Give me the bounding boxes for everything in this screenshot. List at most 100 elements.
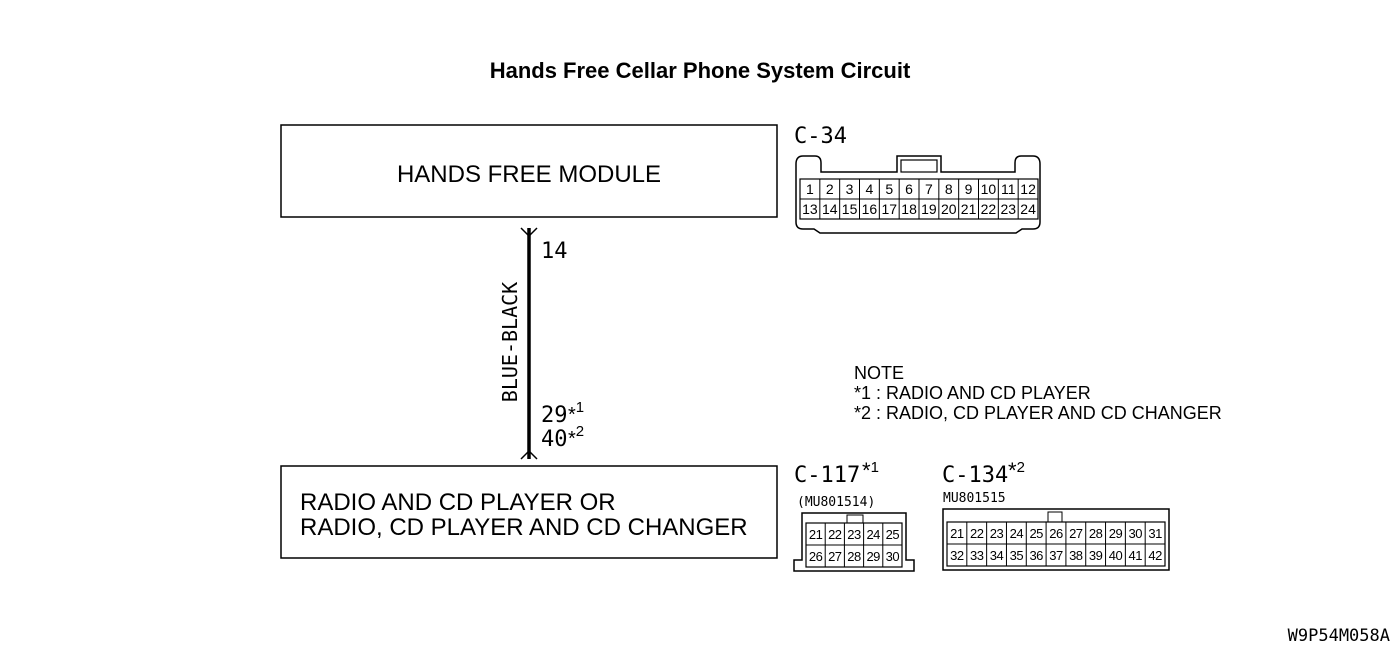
- note-line-1: *1 : RADIO AND CD PLAYER: [854, 383, 1091, 403]
- connector-c117-pin-24: 24: [866, 527, 880, 542]
- connector-c34-lock-tab: [900, 159, 938, 173]
- pin-14-label: 14: [541, 239, 568, 264]
- connector-c34-pin-8: 8: [945, 181, 953, 197]
- connector-c134-pin-32: 32: [950, 548, 964, 563]
- connector-c34-pin-18: 18: [901, 201, 917, 217]
- connector-c34-pin-13: 13: [802, 201, 818, 217]
- connector-c34-pin-7: 7: [925, 181, 933, 197]
- wire-blue-black: [520, 227, 538, 460]
- connector-c134-pin-42: 42: [1148, 548, 1162, 563]
- diagram-title: Hands Free Cellar Phone System Circuit: [490, 58, 911, 83]
- pin-40-mark: *2: [568, 423, 584, 450]
- connector-c117-pin-25: 25: [886, 527, 900, 542]
- wire-top-terminal: [520, 227, 538, 238]
- connector-c134-housing: [942, 508, 1170, 571]
- radio-unit-label-line2: RADIO, CD PLAYER AND CD CHANGER: [300, 514, 748, 541]
- connector-c117-part-number: (MU801514): [797, 495, 875, 510]
- connector-c117-pin-27: 27: [828, 549, 842, 564]
- connector-c134-pin-39: 39: [1089, 548, 1103, 563]
- connector-c134-pin-33: 33: [970, 548, 984, 563]
- connector-c134-pin-21: 21: [950, 526, 964, 541]
- connector-c117-housing: [793, 512, 915, 572]
- connector-c117-lock-tab: [846, 514, 864, 524]
- connector-c134-pin-22: 22: [970, 526, 984, 541]
- connector-c117-asterisk: *: [862, 458, 871, 483]
- pin-40-asterisk: *: [568, 428, 576, 450]
- connector-c134-pin-23: 23: [990, 526, 1004, 541]
- pin-40-mark-number: 2: [576, 423, 584, 440]
- connector-c134-title: C-134: [942, 463, 1008, 488]
- wire-color-label: BLUE-BLACK: [498, 282, 522, 402]
- pin-29-mark-number: 1: [576, 399, 584, 416]
- connector-c134-pin-29: 29: [1109, 526, 1123, 541]
- connector-c34-pin-3: 3: [846, 181, 854, 197]
- connector-c134-pin-31: 31: [1148, 526, 1162, 541]
- hands-free-module-box: [280, 124, 778, 218]
- connector-c117-pin-28: 28: [847, 549, 861, 564]
- connector-c34-pin-16: 16: [862, 201, 878, 217]
- connector-c117-title: C-117: [794, 463, 860, 488]
- connector-c34-pin-19: 19: [921, 201, 937, 217]
- connector-c34-pin-4: 4: [866, 181, 874, 197]
- connector-c34-pin-1: 1: [806, 181, 814, 197]
- connector-c134-part-number: MU801515: [943, 491, 1006, 506]
- connector-c134-pin-34: 34: [990, 548, 1004, 563]
- connector-c34-pin-22: 22: [981, 201, 997, 217]
- connector-c34-pin-2: 2: [826, 181, 834, 197]
- connector-c134-pin-41: 41: [1129, 548, 1143, 563]
- note-line-2: *2 : RADIO, CD PLAYER AND CD CHANGER: [854, 403, 1222, 423]
- connector-c134-pin-27: 27: [1069, 526, 1083, 541]
- connector-c34-pin-5: 5: [885, 181, 893, 197]
- connector-c34-pin-20: 20: [941, 201, 957, 217]
- figure-code: W9P54M058A: [1288, 626, 1390, 646]
- connector-c134-pin-35: 35: [1010, 548, 1024, 563]
- connector-c134-name: C-134: [942, 463, 1008, 488]
- wire-bottom-terminal: [520, 449, 538, 460]
- pin-29-asterisk: *: [568, 404, 576, 426]
- radio-unit-box: [280, 465, 778, 559]
- connector-c117-pin-23: 23: [847, 527, 861, 542]
- connector-c34-pin-17: 17: [881, 201, 897, 217]
- connector-c134: C-134 *2 MU801515 21 22 23 24 25 26 27 28 29 30 31…: [942, 458, 1170, 571]
- connector-c134-asterisk: *: [1008, 458, 1017, 483]
- connector-c117-mark: *1: [862, 458, 879, 483]
- connector-c117-mark-number: 1: [871, 459, 879, 476]
- connector-c34-pin-10: 10: [981, 181, 997, 197]
- connector-c34-pin-15: 15: [842, 201, 858, 217]
- connector-c134-pin-24: 24: [1010, 526, 1024, 541]
- pin-29-mark: *1: [568, 399, 584, 426]
- connector-c117-pin-21: 21: [809, 527, 823, 542]
- connector-c34-name: C-34: [794, 124, 847, 149]
- connector-c134-pin-26: 26: [1049, 526, 1063, 541]
- connector-c34-pin-9: 9: [965, 181, 973, 197]
- connector-c117-pin-29: 29: [866, 549, 880, 564]
- connector-c134-pin-36: 36: [1029, 548, 1043, 563]
- connector-c134-pin-25: 25: [1029, 526, 1043, 541]
- connector-c134-pin-30: 30: [1129, 526, 1143, 541]
- pin-40-label: 40: [541, 427, 568, 452]
- connector-c34-pin-12: 12: [1020, 181, 1036, 197]
- connector-c34-pin-23: 23: [1000, 201, 1016, 217]
- pin-29-label: 29: [541, 403, 568, 428]
- connector-c34-pin-11: 11: [1001, 181, 1016, 197]
- note-heading: NOTE: [854, 363, 904, 383]
- connector-c117-pin-30: 30: [886, 549, 900, 564]
- connector-c34-pin-14: 14: [822, 201, 838, 217]
- connector-c134-pin-38: 38: [1069, 548, 1083, 563]
- connector-c134-mark: *2: [1008, 458, 1025, 483]
- connector-c34-pin-24: 24: [1020, 201, 1036, 217]
- connector-c134-pin-37: 37: [1049, 548, 1063, 563]
- radio-unit-label-line1: RADIO AND CD PLAYER OR: [300, 489, 616, 516]
- hands-free-module-label: HANDS FREE MODULE: [397, 161, 661, 188]
- connector-c134-lock-tab: [1047, 511, 1063, 523]
- connector-c134-pin-40: 40: [1109, 548, 1123, 563]
- connector-c134-cells: 21 22 23 24 25 26 27 28 29 30 31 32 33 34 35 36 37 38 39 40…: [950, 522, 1163, 566]
- connector-c117-pin-26: 26: [809, 549, 823, 564]
- connector-c134-pin-28: 28: [1089, 526, 1103, 541]
- connector-c134-mark-number: 2: [1017, 459, 1025, 476]
- connector-c34-housing: [795, 155, 1041, 234]
